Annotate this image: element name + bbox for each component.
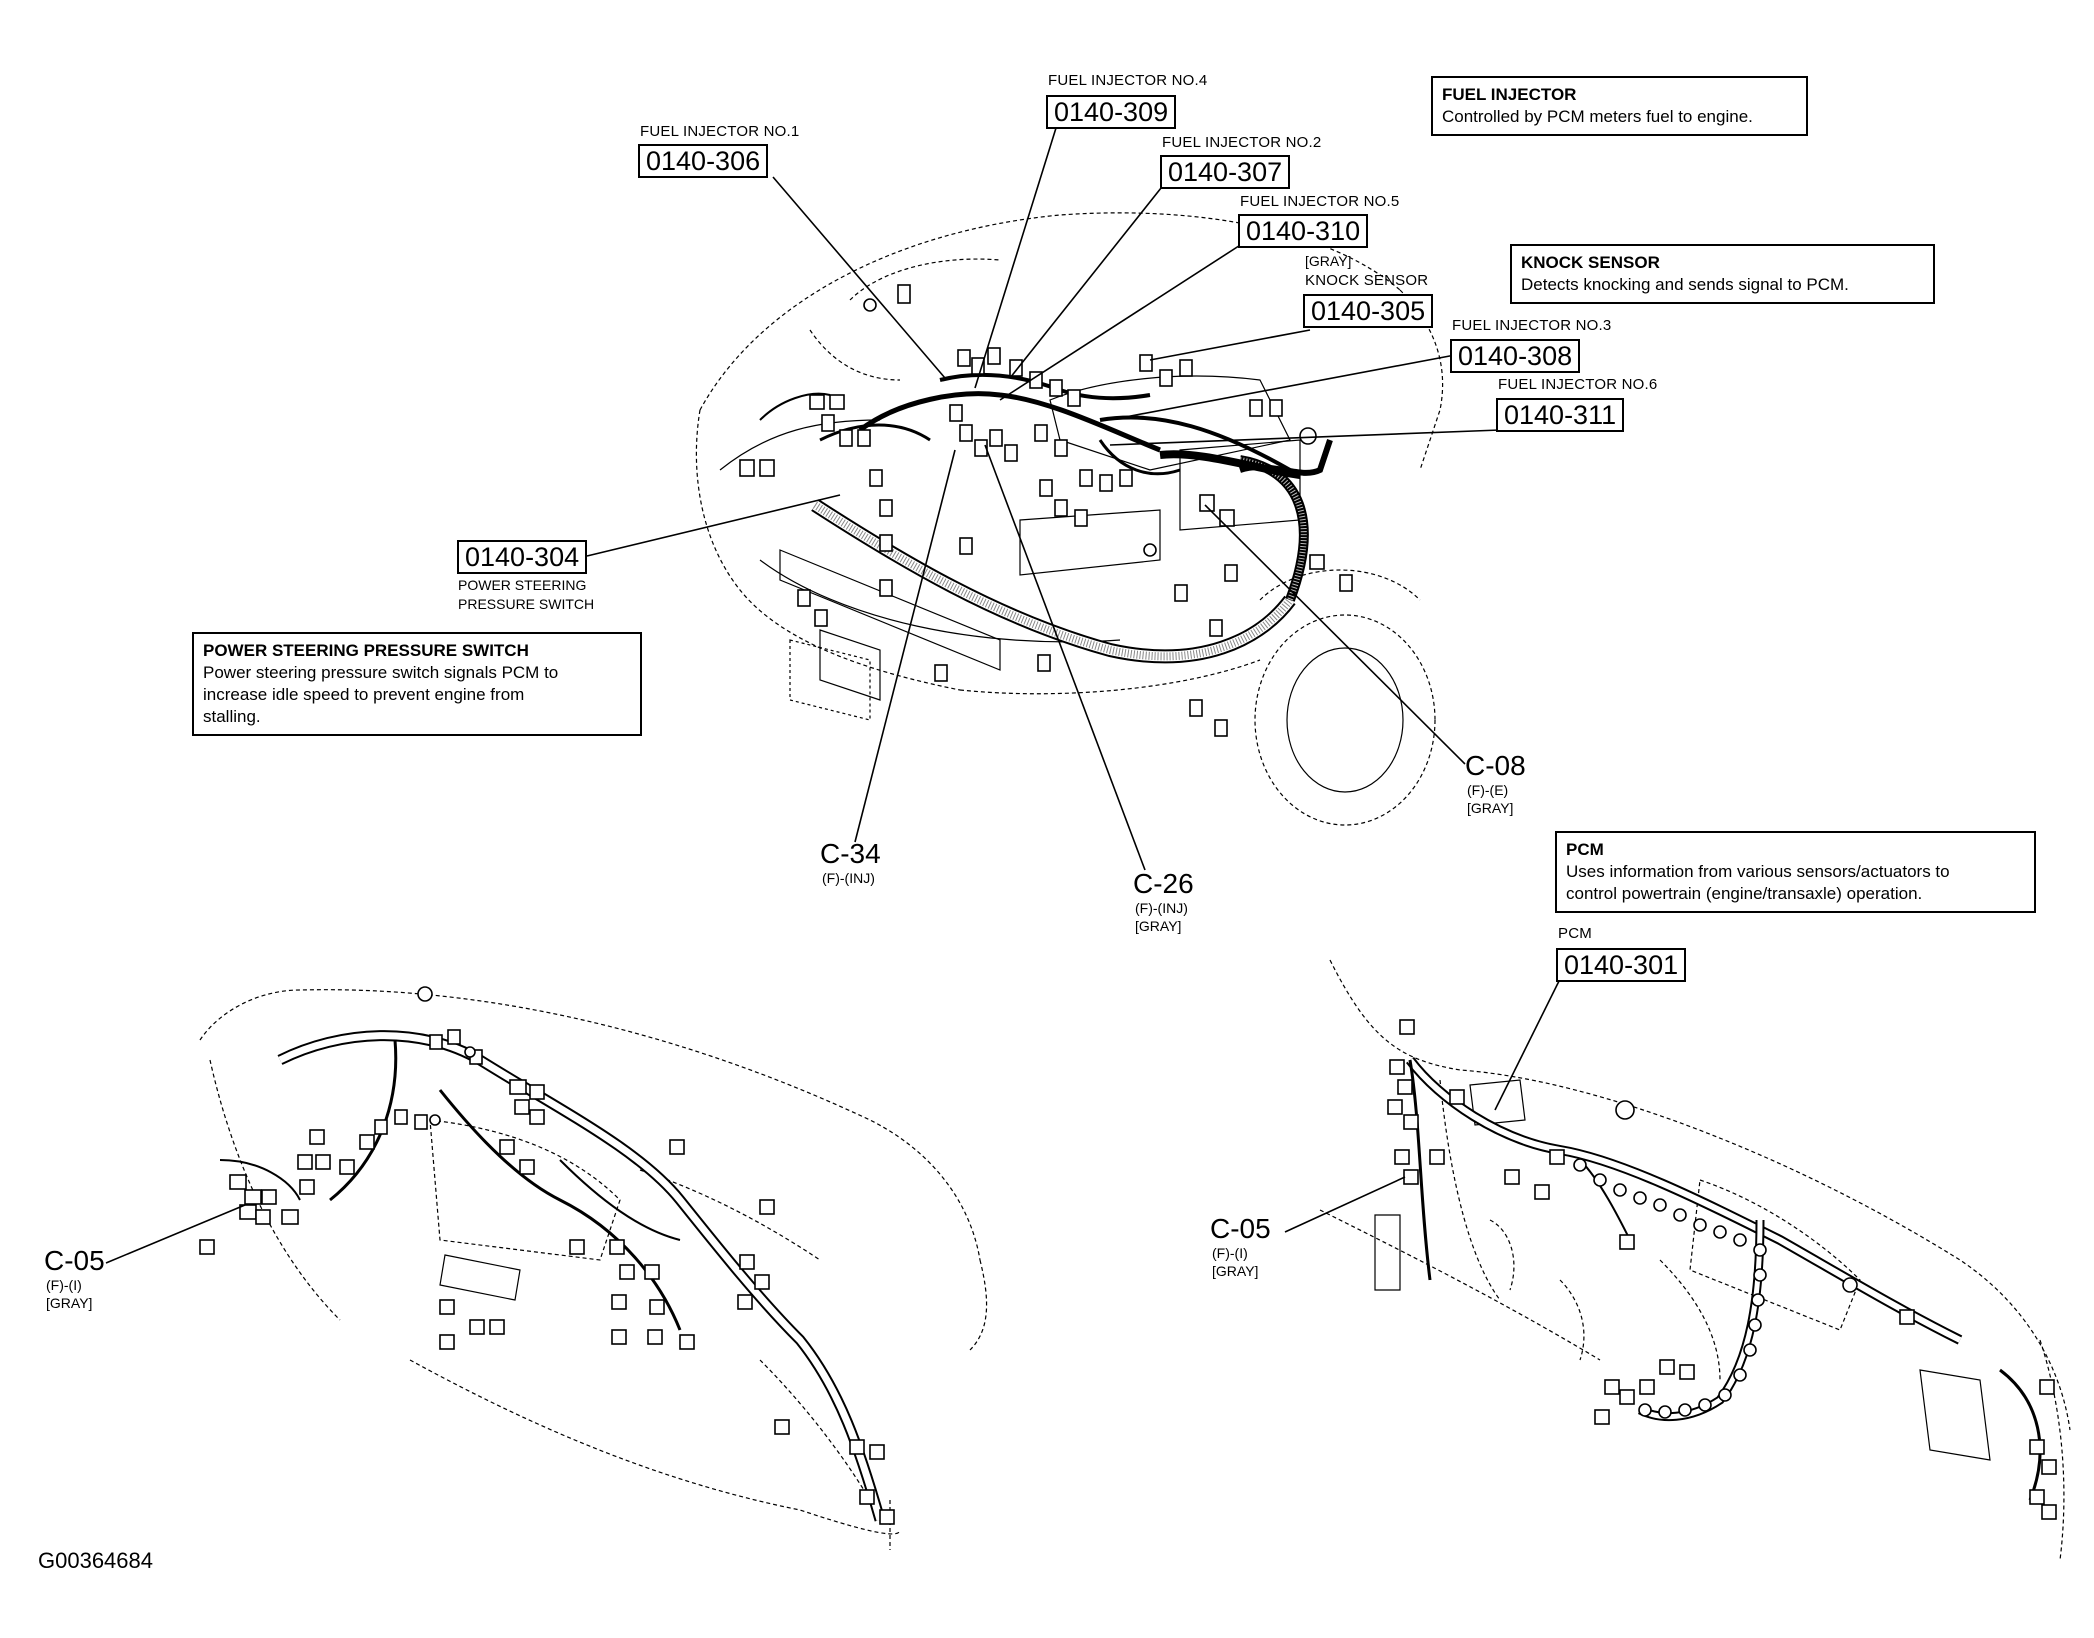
fuel-injector-2-name: FUEL INJECTOR NO.2 bbox=[1162, 134, 1322, 151]
connector-c08-id: C-08 bbox=[1465, 750, 1526, 781]
fuel-injector-info-box: FUEL INJECTOR Controlled by PCM meters f… bbox=[1431, 76, 1808, 136]
fuel-injector-4-code: 0140-309 bbox=[1046, 95, 1177, 129]
knock-sensor-color: [GRAY] bbox=[1305, 253, 1352, 269]
fuel-injector-3-name: FUEL INJECTOR NO.3 bbox=[1452, 317, 1612, 334]
power-steering-info-desc: Power steering pressure switch signals P… bbox=[203, 663, 559, 726]
fuel-injector-5-name: FUEL INJECTOR NO.5 bbox=[1240, 193, 1400, 210]
pcm-info-desc: Uses information from various sensors/ac… bbox=[1566, 862, 1950, 903]
knock-sensor-info-title: KNOCK SENSOR bbox=[1521, 253, 1660, 272]
figure-id: G00364684 bbox=[38, 1548, 153, 1573]
connector-c34-id: C-34 bbox=[820, 838, 881, 869]
connector-c05-left-color: [GRAY] bbox=[46, 1295, 93, 1311]
connector-c08-type: (F)-(E) bbox=[1467, 782, 1509, 798]
connector-c05-right-type: (F)-(I) bbox=[1212, 1245, 1248, 1261]
power-steering-switch-name-1: POWER STEERING bbox=[458, 577, 587, 593]
fuel-injector-6-name: FUEL INJECTOR NO.6 bbox=[1498, 376, 1658, 393]
connector-c05-right-id: C-05 bbox=[1210, 1213, 1271, 1244]
right-dashboard-illustration bbox=[1319, 959, 2071, 1561]
fuel-injector-3-code: 0140-308 bbox=[1450, 339, 1581, 373]
knock-sensor-info-box: KNOCK SENSOR Detects knocking and sends … bbox=[1510, 244, 1935, 304]
connector-c34-type: (F)-(INJ) bbox=[822, 870, 875, 886]
fuel-injector-6-code: 0140-311 bbox=[1496, 398, 1625, 432]
leader-lines bbox=[105, 127, 1563, 1264]
engine-bay-connectors bbox=[739, 284, 1353, 737]
connector-c05-left-type: (F)-(I) bbox=[46, 1277, 82, 1293]
power-steering-switch-name-2: PRESSURE SWITCH bbox=[458, 596, 595, 612]
pcm-info-box: PCM Uses information from various sensor… bbox=[1555, 831, 2036, 913]
pcm-name: PCM bbox=[1558, 925, 1592, 942]
left-dashboard-connectors bbox=[199, 986, 895, 1525]
fuel-injector-2-code: 0140-307 bbox=[1160, 155, 1291, 189]
pcm-info-title: PCM bbox=[1566, 840, 1604, 859]
knock-sensor-code: 0140-305 bbox=[1303, 294, 1434, 328]
connector-c08-color: [GRAY] bbox=[1467, 800, 1514, 816]
fuel-injector-1-name: FUEL INJECTOR NO.1 bbox=[640, 123, 800, 140]
knock-sensor-info-desc: Detects knocking and sends signal to PCM… bbox=[1521, 275, 1849, 294]
fuel-injector-info-desc: Controlled by PCM meters fuel to engine. bbox=[1442, 107, 1753, 126]
power-steering-info-box: POWER STEERING PRESSURE SWITCH Power ste… bbox=[192, 632, 642, 736]
pcm-code: 0140-301 bbox=[1556, 948, 1687, 982]
knock-sensor-name: KNOCK SENSOR bbox=[1305, 272, 1429, 289]
fuel-injector-info-title: FUEL INJECTOR bbox=[1442, 85, 1577, 104]
front-harness bbox=[759, 372, 1333, 664]
connector-c26-id: C-26 bbox=[1133, 868, 1194, 899]
connector-c05-right-color: [GRAY] bbox=[1212, 1263, 1259, 1279]
fuel-injector-4-name: FUEL INJECTOR NO.4 bbox=[1048, 72, 1208, 89]
left-dashboard-illustration bbox=[199, 989, 988, 1550]
fuel-injector-5-code: 0140-310 bbox=[1238, 214, 1369, 248]
connector-c26-type: (F)-(INJ) bbox=[1135, 900, 1188, 916]
right-dashboard-connectors bbox=[1387, 1019, 2057, 1520]
power-steering-switch-code: 0140-304 bbox=[457, 540, 588, 574]
connector-c26-color: [GRAY] bbox=[1135, 918, 1182, 934]
connector-c05-left-id: C-05 bbox=[44, 1245, 105, 1276]
fuel-injector-1-code: 0140-306 bbox=[638, 144, 769, 178]
power-steering-info-title: POWER STEERING PRESSURE SWITCH bbox=[203, 641, 529, 660]
